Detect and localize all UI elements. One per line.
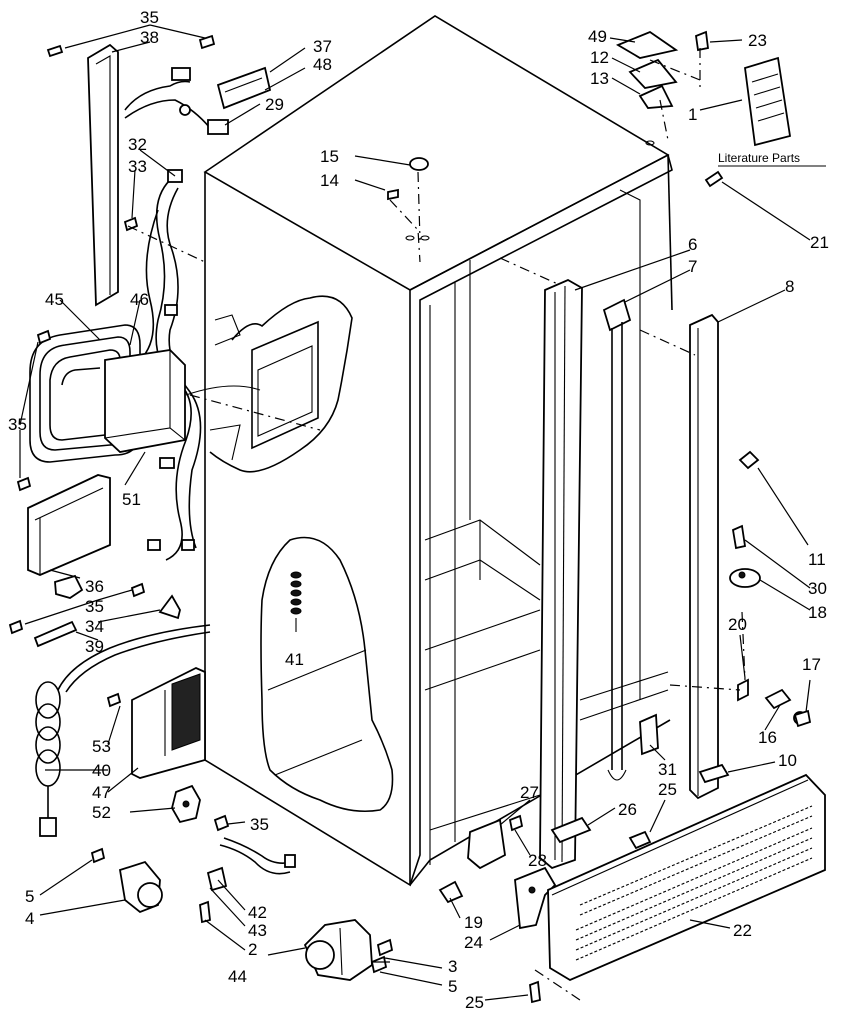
pin-21 [704, 170, 724, 188]
callout-25: 25 [658, 780, 677, 799]
callout-19: 19 [464, 913, 483, 932]
callout-21: 21 [810, 233, 829, 252]
bracket-31 [639, 713, 659, 756]
screws [8, 30, 812, 1004]
callout-39: 39 [85, 637, 104, 656]
centerlines [127, 48, 746, 1001]
callout-12: 12 [590, 48, 609, 67]
callout-35: 35 [8, 415, 27, 434]
callout-43: 43 [248, 921, 267, 940]
gasket-6 [539, 278, 583, 870]
callout-labels: 35 38 37 48 29 32 33 45 46 35 51 36 35 3… [8, 8, 829, 1012]
callout-14: 14 [320, 171, 339, 190]
callout-18: 18 [808, 603, 827, 622]
evaporator-pad-46 [104, 349, 186, 453]
grille-22 [547, 773, 826, 982]
callout-4: 4 [25, 909, 34, 928]
callout-44: 44 [228, 967, 247, 986]
drain-spring-41 [290, 571, 302, 632]
callout-46: 46 [130, 290, 149, 309]
wire-assembly-29 [124, 67, 229, 135]
literature-parts-caption: Literature Parts [718, 151, 800, 165]
callout-22: 22 [733, 921, 752, 940]
clip-11 [738, 450, 760, 470]
wire-harness-32 [139, 169, 261, 561]
callout-11: 11 [808, 550, 826, 569]
callout-10: 10 [778, 751, 797, 770]
callout-24: 24 [464, 933, 483, 952]
cover-36 [27, 474, 111, 599]
tri-cap-49 [615, 30, 679, 59]
callout-1: 1 [688, 105, 697, 124]
trim-8 [689, 313, 719, 800]
callout-35: 35 [85, 597, 104, 616]
callout-52: 52 [92, 803, 111, 822]
callout-30: 30 [808, 579, 827, 598]
caster-4 [118, 860, 163, 914]
callout-5: 5 [25, 887, 34, 906]
callout-49: 49 [588, 27, 607, 46]
callout-47: 47 [92, 783, 111, 802]
cam-18 [729, 568, 761, 588]
bracket-27 [467, 818, 506, 870]
callout-3: 3 [448, 957, 457, 976]
callout-28: 28 [528, 851, 547, 870]
shim-20 [737, 678, 749, 702]
tri-cap-13 [638, 84, 674, 109]
callout-45: 45 [45, 290, 64, 309]
callout-53: 53 [92, 737, 111, 756]
callout-48: 48 [313, 55, 332, 74]
callout-42: 42 [248, 903, 267, 922]
callout-25: 25 [465, 993, 484, 1012]
callout-33: 33 [128, 157, 147, 176]
clip-34 [158, 594, 181, 620]
callout-15: 15 [320, 147, 339, 166]
callout-35: 35 [140, 8, 159, 27]
divider-trim-38 [87, 43, 119, 307]
literature-1 [744, 56, 792, 147]
callout-8: 8 [785, 277, 794, 296]
clip-19 [438, 880, 464, 904]
cabinet [203, 15, 673, 887]
callout-27: 27 [520, 783, 539, 802]
callout-26: 26 [618, 800, 637, 819]
callout-16: 16 [758, 728, 777, 747]
callout-34: 34 [85, 617, 104, 636]
callout-7: 7 [688, 257, 697, 276]
callout-17: 17 [802, 655, 821, 674]
drain-tube-42 [219, 837, 296, 875]
leader-lines [19, 24, 811, 1001]
callout-5: 5 [448, 977, 457, 996]
access-panel-47 [131, 667, 206, 779]
callout-20: 20 [728, 615, 747, 634]
heater-7 [602, 298, 632, 781]
callout-2: 2 [248, 940, 257, 959]
tri-cap-12 [628, 58, 678, 89]
bracket-37 [216, 66, 272, 110]
hinge-bracket-52 [171, 784, 201, 824]
callout-29: 29 [265, 95, 284, 114]
callout-23: 23 [748, 31, 767, 50]
callout-32: 32 [128, 135, 147, 154]
callout-37: 37 [313, 37, 332, 56]
screw-25 [628, 830, 652, 850]
callout-38: 38 [140, 28, 159, 47]
callout-51: 51 [122, 490, 141, 509]
block-10 [698, 763, 730, 784]
callout-36: 36 [85, 577, 104, 596]
callout-13: 13 [590, 69, 609, 88]
callout-40: 40 [92, 761, 111, 780]
power-cord-40 [35, 624, 211, 837]
callout-35: 35 [250, 815, 269, 834]
callout-41: 41 [285, 650, 304, 669]
strip-39 [33, 620, 78, 648]
hinge-24 [514, 866, 557, 930]
callout-6: 6 [688, 235, 697, 254]
roller-2 [303, 919, 373, 981]
callout-31: 31 [658, 760, 677, 779]
handle-26 [550, 816, 592, 844]
screw-30 [731, 524, 747, 550]
